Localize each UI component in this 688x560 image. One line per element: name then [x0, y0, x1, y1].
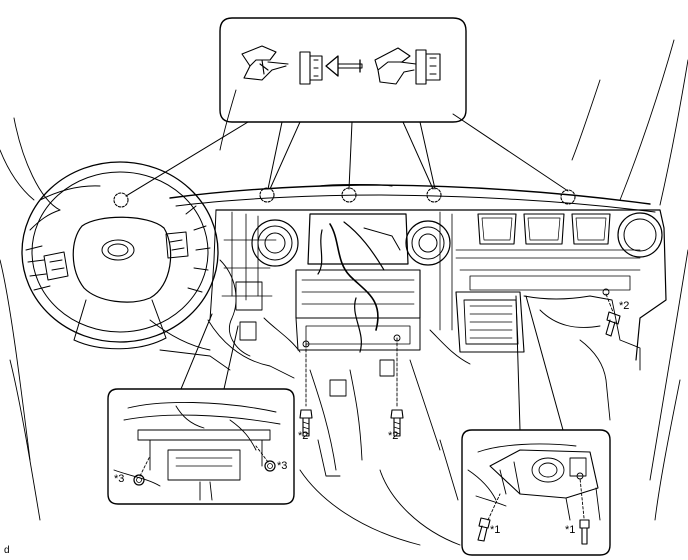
clip-icon: [241, 45, 323, 85]
panel-openings: [477, 213, 611, 245]
clip-icon: [374, 47, 441, 85]
steering-wheel: [21, 161, 219, 350]
callout-star3-right: *3: [277, 460, 288, 472]
callout-star3-left: *3: [114, 473, 125, 485]
detail-leader-lines: [180, 295, 564, 431]
bolt-right: [602, 288, 621, 337]
illustration-id: d: [4, 545, 10, 556]
lower-right-structure: [429, 291, 641, 421]
callout-star2-right: *2: [619, 300, 630, 312]
callout-star1-right: *1: [565, 524, 576, 536]
cabin-outline: [0, 39, 688, 546]
callout-star1-left: *1: [490, 524, 501, 536]
arrow-left-icon: [325, 55, 363, 77]
callout-star2-center-left: *2: [298, 430, 309, 442]
center-stack: [295, 213, 421, 353]
bolt-right-detail-right: [576, 472, 590, 545]
callout-star2-center-right: *2: [388, 430, 399, 442]
left-detail-parts: [113, 401, 281, 501]
left-panel-structure: [149, 259, 301, 379]
bolt-left-detail-right: [255, 445, 276, 472]
instrument-panel-frame: [169, 184, 667, 361]
air-vent-right: [617, 212, 663, 258]
bolt-center-right: [390, 334, 404, 437]
air-vent-left: [251, 219, 299, 267]
clip-location-markers: [113, 187, 576, 208]
bolt-right-detail-left: [477, 493, 501, 542]
left-detail-callout: [107, 388, 295, 505]
right-detail-parts: [467, 443, 601, 521]
bolt-left-detail-left: [133, 455, 151, 486]
bolt-center-left: [299, 340, 313, 437]
clip-detail-callout: [113, 17, 576, 208]
clip-leader-lines: [125, 113, 569, 197]
right-detail-callout: [461, 429, 611, 556]
lower-console: [309, 359, 459, 501]
air-vent-center: [405, 220, 451, 266]
